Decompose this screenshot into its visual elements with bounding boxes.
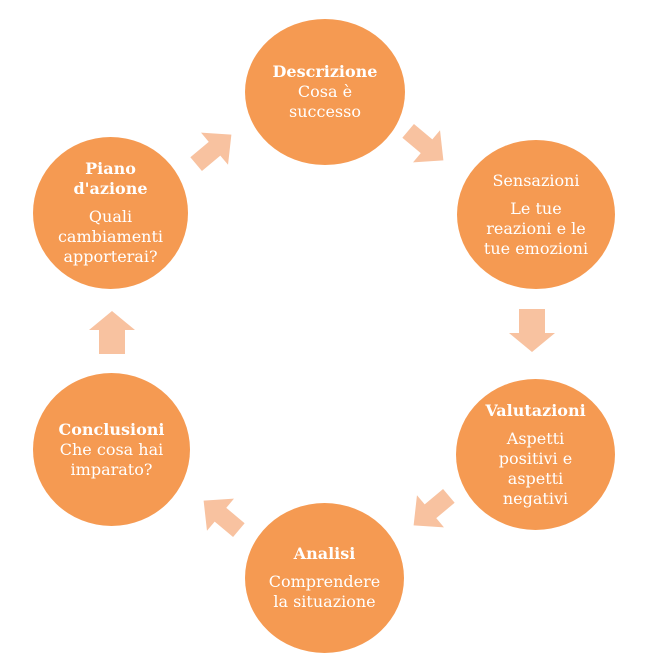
node-description: Quali cambiamenti apporterai?: [57, 207, 164, 266]
arrow-valutazioni-to-analisi: [413, 488, 455, 528]
arrow-shape: [190, 132, 232, 172]
node-description: Le tue reazioni e le tue emozioni: [483, 198, 589, 258]
arrow-shape: [89, 311, 135, 354]
node-title: Analisi: [293, 544, 356, 563]
node-piano-azione: Piano d'azione Quali cambiamenti apporte…: [33, 137, 188, 289]
node-sensazioni: Sensazioni Le tue reazioni e le tue emoz…: [457, 140, 615, 289]
arrow-conclusioni-to-piano: [89, 311, 135, 354]
node-conclusioni: Conclusioni Che cosa hai imparato?: [33, 373, 190, 526]
node-description: Comprendere la situazione: [268, 572, 381, 611]
arrow-shape: [203, 498, 245, 538]
arrow-sensazioni-to-valutazioni: [509, 309, 555, 352]
node-valutazioni: Valutazioni Aspetti positivi e aspetti n…: [456, 379, 615, 530]
arrow-descrizione-to-sensazioni: [402, 123, 444, 163]
node-title: Sensazioni: [492, 170, 580, 190]
node-description: Che cosa hai imparato?: [59, 439, 164, 479]
arrow-shape: [509, 309, 555, 352]
arrow-shape: [413, 488, 455, 528]
node-title: Valutazioni: [485, 400, 586, 420]
node-title: Piano d'azione: [73, 159, 148, 198]
arrow-piano-to-descrizione: [190, 132, 232, 172]
node-analisi: Analisi Comprendere la situazione: [245, 503, 404, 653]
node-description: Cosa è successo: [289, 82, 361, 121]
node-descrizione: Descrizione Cosa è successo: [245, 19, 405, 165]
node-title: Descrizione: [272, 62, 378, 81]
arrow-shape: [402, 123, 444, 163]
arrow-analisi-to-conclusioni: [203, 498, 245, 538]
node-title: Conclusioni: [58, 419, 165, 439]
node-description: Aspetti positivi e aspetti negativi: [498, 428, 573, 508]
